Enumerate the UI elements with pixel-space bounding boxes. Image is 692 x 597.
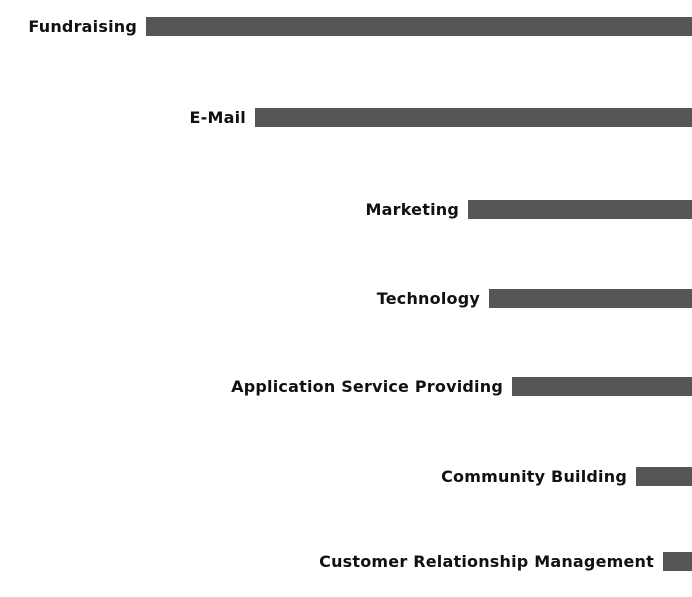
bar-row-customer-relationship-management: Customer Relationship Management xyxy=(0,552,692,571)
bar xyxy=(663,552,692,571)
bar xyxy=(255,108,692,127)
bar-label: Customer Relationship Management xyxy=(319,552,654,571)
bar xyxy=(468,200,692,219)
bar xyxy=(512,377,692,396)
bar-label: Application Service Providing xyxy=(231,377,503,396)
bar xyxy=(489,289,692,308)
bar-row-application-service-providing: Application Service Providing xyxy=(0,377,692,396)
bar xyxy=(636,467,692,486)
bar-label: Technology xyxy=(376,289,480,308)
bar-label: Fundraising xyxy=(28,17,137,36)
bar-label: Marketing xyxy=(365,200,459,219)
bar-row-email: E-Mail xyxy=(0,108,692,127)
bar xyxy=(146,17,692,36)
bar-row-community-building: Community Building xyxy=(0,467,692,486)
bar-label: E-Mail xyxy=(189,108,246,127)
bar-row-fundraising: Fundraising xyxy=(0,17,692,36)
bar-row-marketing: Marketing xyxy=(0,200,692,219)
bar-label: Community Building xyxy=(441,467,627,486)
bar-row-technology: Technology xyxy=(0,289,692,308)
